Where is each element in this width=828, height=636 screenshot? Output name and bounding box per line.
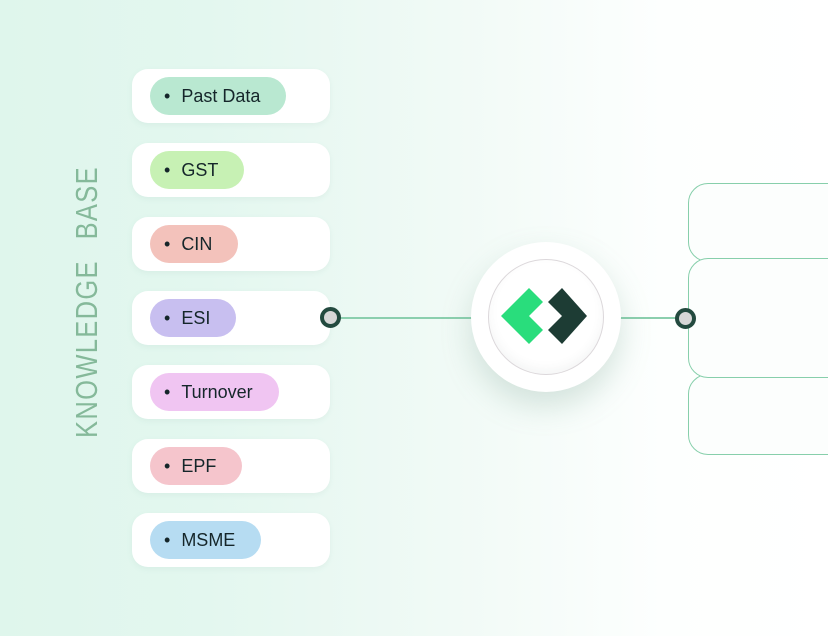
pill-label: CIN [181,234,213,254]
logo-left-chevron [501,288,543,344]
pill-label: EPF [181,456,217,476]
pill-past-data: • Past Data [150,77,287,115]
pill-label: MSME [181,530,236,550]
pill-epf: • EPF [150,447,243,485]
bullet-icon: • [164,530,171,550]
logo-right-chevron [548,288,587,344]
bullet-icon: • [164,456,171,476]
pill-label: Turnover [181,382,253,402]
output-panel-1 [688,183,828,262]
knowledge-card-msme: • MSME [132,513,330,567]
pill-esi: • ESI [150,299,237,337]
pill-label: Past Data [181,86,261,106]
center-node [471,242,621,392]
knowledge-item-list: • Past Data • GST • CIN • ESI • [132,69,330,567]
pill-label: ESI [181,308,211,328]
pill-turnover: • Turnover [150,373,279,411]
pill-gst: • GST [150,151,245,189]
knowledge-card-cin: • CIN [132,217,330,271]
bullet-icon: • [164,234,171,254]
output-panel-2 [688,258,828,378]
bullet-icon: • [164,160,171,180]
pill-cin: • CIN [150,225,239,263]
connector-dot-left [320,307,341,328]
connector-dot-right [675,308,696,329]
bullet-icon: • [164,382,171,402]
knowledge-card-epf: • EPF [132,439,330,493]
bullet-icon: • [164,86,171,106]
pill-msme: • MSME [150,521,262,559]
knowledge-card-gst: • GST [132,143,330,197]
pill-label: GST [181,160,219,180]
knowledge-card-esi: • ESI [132,291,330,345]
bullet-icon: • [164,308,171,328]
knowledge-card-turnover: • Turnover [132,365,330,419]
chevron-diamonds-logo-icon [501,288,587,344]
knowledge-card-past-data: • Past Data [132,69,330,123]
output-panel-3 [688,374,828,455]
knowledge-base-vertical-label: KNOWLEDGE BASE [70,166,105,438]
